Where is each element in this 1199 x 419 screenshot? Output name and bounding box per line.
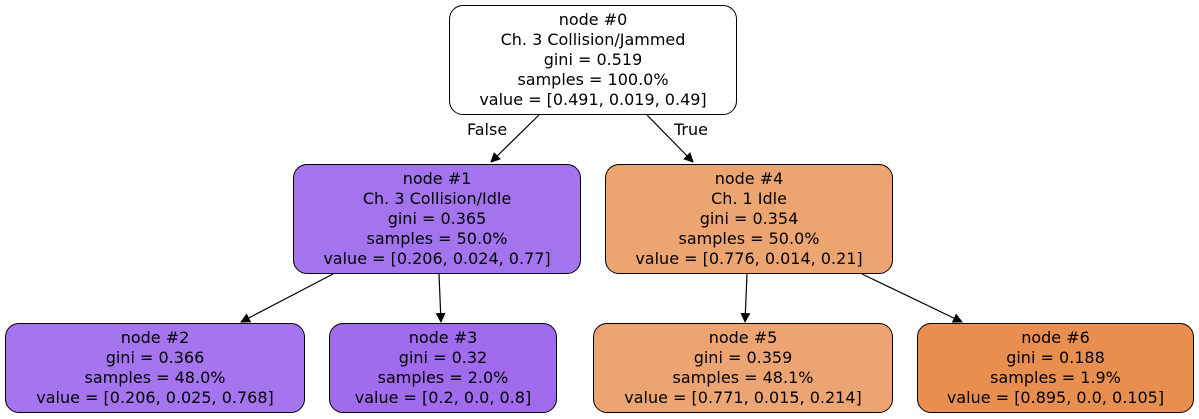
node-value: value = [0.2, 0.0, 0.8] <box>354 388 532 407</box>
tree-node-3: node #3 gini = 0.32 samples = 2.0% value… <box>329 323 557 413</box>
edge-4-6 <box>861 273 963 323</box>
edge-1-3 <box>435 273 446 323</box>
tree-node-4: node #4 Ch. 1 Idle gini = 0.354 samples … <box>605 164 893 274</box>
node-title: node #3 <box>408 328 478 347</box>
node-gini: gini = 0.365 <box>387 209 487 228</box>
edge-1-2 <box>240 273 334 323</box>
tree-node-2: node #2 gini = 0.366 samples = 48.0% val… <box>5 323 305 413</box>
tree-node-5: node #5 gini = 0.359 samples = 48.1% val… <box>593 323 893 413</box>
edge-4-5 <box>740 273 751 323</box>
node-value: value = [0.776, 0.014, 0.21] <box>635 249 863 268</box>
node-value: value = [0.895, 0.0, 0.105] <box>946 388 1165 407</box>
node-split-rule: Ch. 3 Collision/Jammed <box>500 30 686 49</box>
node-gini: gini = 0.32 <box>398 348 488 367</box>
node-samples: samples = 48.1% <box>672 368 814 387</box>
node-title: node #0 <box>558 10 628 29</box>
node-title: node #4 <box>714 169 784 188</box>
node-samples: samples = 1.9% <box>990 368 1121 387</box>
node-gini: gini = 0.354 <box>699 209 799 228</box>
node-title: node #1 <box>402 169 472 188</box>
node-gini: gini = 0.519 <box>543 50 643 69</box>
edge-label-true: True <box>674 120 708 139</box>
node-samples: samples = 50.0% <box>678 229 820 248</box>
node-value: value = [0.206, 0.025, 0.768] <box>36 388 274 407</box>
node-split-rule: Ch. 3 Collision/Idle <box>362 189 512 208</box>
edge-label-false: False <box>467 120 508 139</box>
tree-node-6: node #6 gini = 0.188 samples = 1.9% valu… <box>917 323 1194 413</box>
node-gini: gini = 0.366 <box>105 348 205 367</box>
node-samples: samples = 2.0% <box>377 368 509 387</box>
tree-node-0: node #0 Ch. 3 Collision/Jammed gini = 0.… <box>449 5 737 115</box>
node-title: node #2 <box>120 328 190 347</box>
node-gini: gini = 0.188 <box>1006 348 1105 367</box>
node-samples: samples = 48.0% <box>84 368 226 387</box>
node-gini: gini = 0.359 <box>693 348 793 367</box>
node-value: value = [0.771, 0.015, 0.214] <box>624 388 862 407</box>
node-value: value = [0.491, 0.019, 0.49] <box>479 90 707 109</box>
edge-0-4 <box>646 114 694 163</box>
edge-0-1 <box>490 114 540 163</box>
node-value: value = [0.206, 0.024, 0.77] <box>323 249 551 268</box>
node-title: node #5 <box>708 328 778 347</box>
node-samples: samples = 100.0% <box>517 70 669 89</box>
node-samples: samples = 50.0% <box>366 229 508 248</box>
node-split-rule: Ch. 1 Idle <box>711 189 787 208</box>
node-title: node #6 <box>1021 328 1090 347</box>
tree-node-1: node #1 Ch. 3 Collision/Idle gini = 0.36… <box>293 164 581 274</box>
